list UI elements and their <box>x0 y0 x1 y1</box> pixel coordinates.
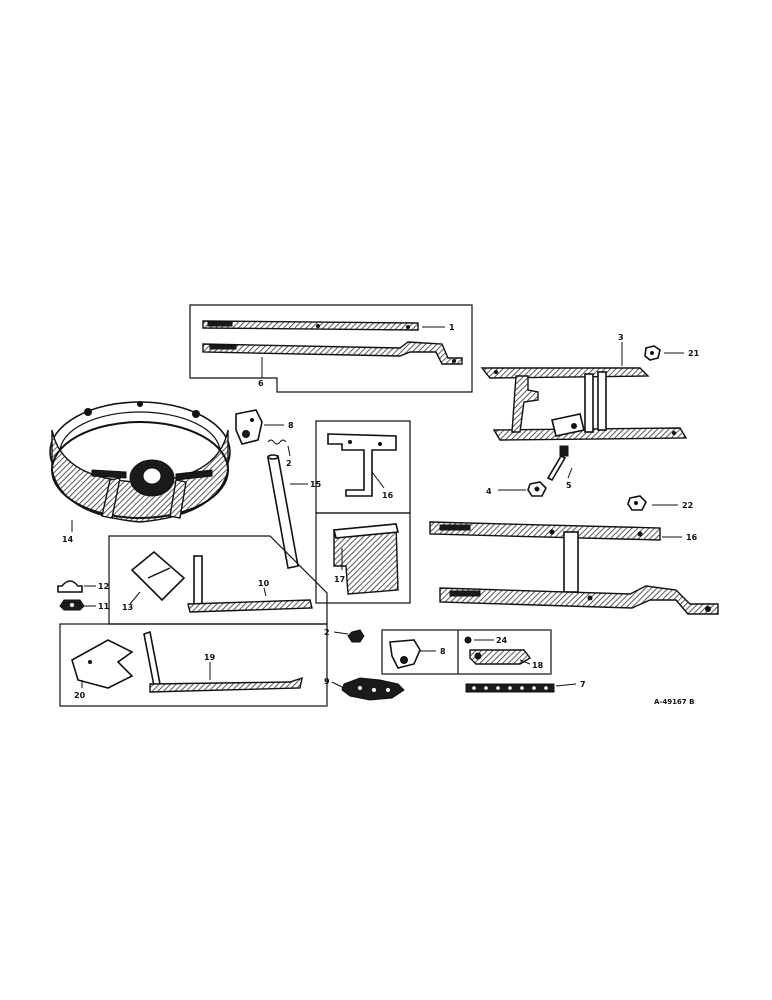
callout-22: 22 <box>682 501 693 510</box>
part-bar-6 <box>202 341 463 365</box>
part-plate-18 <box>469 649 532 665</box>
callout-17: 17 <box>334 575 345 584</box>
part-frame-16 <box>429 521 719 615</box>
callout-3: 3 <box>618 333 624 342</box>
callout-13: 13 <box>122 603 133 612</box>
callout-20: 20 <box>74 691 86 700</box>
callout-6: 6 <box>258 379 264 388</box>
box-13-10 <box>108 535 328 625</box>
part-nut-11 <box>59 599 85 611</box>
part-bracket-8-top <box>235 409 263 445</box>
callout-2: 2 <box>286 459 292 468</box>
drawing-reference: A-49167 B <box>654 698 694 706</box>
leader-2 <box>287 445 291 457</box>
part-bar-19 <box>143 630 303 693</box>
part-nut-4 <box>527 481 547 497</box>
callout-16-right: 16 <box>686 533 698 542</box>
leader-7 <box>555 683 577 687</box>
part-bracket-16 <box>327 433 397 497</box>
callout-19: 19 <box>204 653 216 662</box>
part-frame-3 <box>480 367 688 441</box>
part-clip-12 <box>57 580 83 593</box>
part-bracket-8-bottom <box>389 639 421 669</box>
part-plate-20 <box>71 639 134 689</box>
leader-13 <box>129 591 141 605</box>
leader-5 <box>567 467 573 479</box>
callout-2-small: 2 <box>324 628 330 637</box>
part-bar-10 <box>187 555 313 613</box>
part-nut-24 <box>464 636 472 644</box>
callout-12: 12 <box>98 582 109 591</box>
callout-10: 10 <box>258 579 270 588</box>
box-20-19 <box>59 623 328 707</box>
leader-10 <box>263 587 267 597</box>
box-8-24-18 <box>381 629 552 675</box>
callout-9: 9 <box>324 677 330 686</box>
part-chain-7 <box>465 683 555 693</box>
box-17 <box>315 512 411 604</box>
part-nut-21 <box>644 345 661 361</box>
callout-21: 21 <box>688 349 700 358</box>
part-nut-22 <box>627 495 647 511</box>
part-bolt-5 <box>546 445 569 482</box>
callout-8-bottom: 8 <box>440 647 446 656</box>
leader-16a <box>371 471 385 489</box>
callout-5: 5 <box>566 481 572 490</box>
callout-18: 18 <box>532 661 544 670</box>
callout-7: 7 <box>580 680 586 689</box>
callout-1: 1 <box>449 323 455 332</box>
part-spring-2 <box>267 439 287 445</box>
part-shield-17 <box>332 523 400 595</box>
part-plate-13 <box>130 550 186 602</box>
part-washer-2 <box>347 629 365 643</box>
callout-24: 24 <box>496 636 508 645</box>
callout-16-box: 16 <box>382 491 394 500</box>
callout-11: 11 <box>98 602 110 611</box>
leader-2b <box>333 631 349 635</box>
part-bar-1 <box>202 320 419 331</box>
leader-9 <box>331 681 345 689</box>
part-wheel-14 <box>49 401 231 523</box>
callout-14: 14 <box>62 535 74 544</box>
callout-8-top: 8 <box>288 421 294 430</box>
part-sprocket-9 <box>341 677 405 701</box>
part-shaft-15 <box>267 454 299 569</box>
callout-4: 4 <box>486 487 492 496</box>
leader-18 <box>519 659 531 665</box>
box-bars-1-6 <box>189 304 473 393</box>
